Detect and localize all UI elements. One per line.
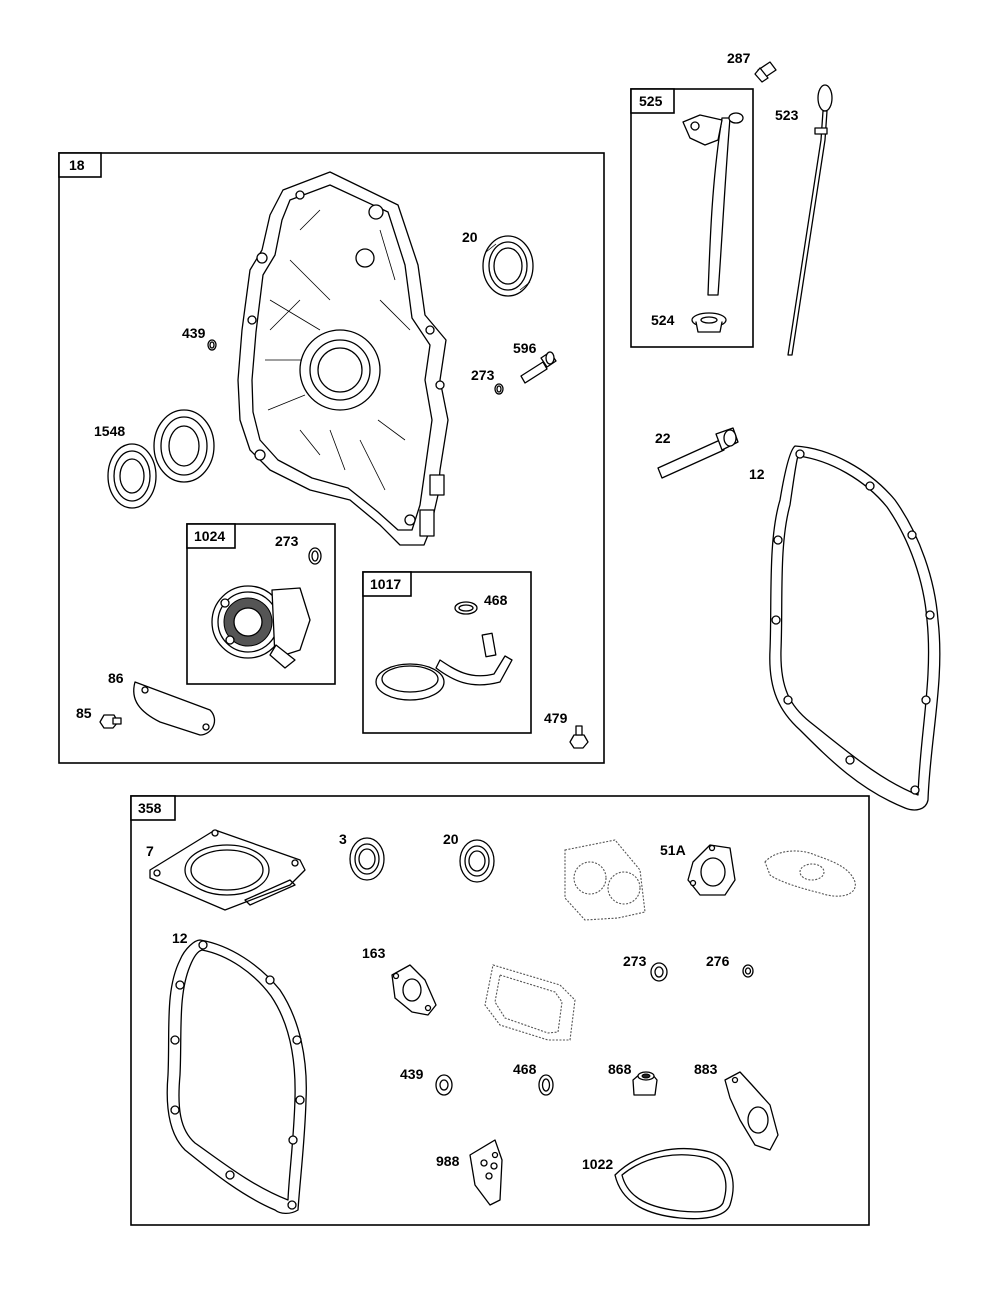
gasket-51A[interactable] <box>687 844 736 896</box>
dipstick-523[interactable] <box>787 84 833 356</box>
o-ring-439[interactable] <box>207 339 217 351</box>
group-18-tag <box>58 152 102 178</box>
group-358-tag <box>130 795 176 821</box>
group-358-gasket-kit: 358 7 3 20 <box>130 795 870 1226</box>
group-525-frame <box>630 88 754 348</box>
group-525-tag <box>630 88 675 114</box>
label-20-kit: 20 <box>443 831 459 847</box>
label-439: 439 <box>182 325 206 341</box>
bolt-287[interactable] <box>754 61 777 83</box>
o-ring-468-kit[interactable] <box>538 1074 554 1096</box>
oil-seal-3[interactable] <box>349 837 385 881</box>
bolt-22[interactable] <box>657 427 739 479</box>
label-1548: 1548 <box>94 423 125 439</box>
group-18-label: 18 <box>69 157 85 173</box>
oil-seal-20[interactable] <box>482 235 534 297</box>
o-ring-1024-273[interactable] <box>308 547 322 565</box>
group-18-crankcase-cover: 18 20 <box>58 152 605 764</box>
group-525-label: 525 <box>639 93 663 109</box>
label-12-kit: 12 <box>172 930 188 946</box>
group-1024-label: 1024 <box>194 528 225 544</box>
o-ring-439-kit[interactable] <box>435 1074 453 1096</box>
label-7: 7 <box>146 843 154 859</box>
grommet-524[interactable] <box>691 312 727 333</box>
label-273: 273 <box>471 367 495 383</box>
gasket-12[interactable] <box>769 445 941 811</box>
bearing-1548[interactable] <box>107 409 215 509</box>
label-468: 468 <box>484 592 508 608</box>
gasket-1022[interactable] <box>614 1148 734 1220</box>
group-358-frame <box>130 795 870 1226</box>
group-1017-oil-pickup: 1017 468 <box>362 571 532 734</box>
gasket-86[interactable] <box>133 681 216 736</box>
crankcase-cover-part[interactable] <box>237 171 449 546</box>
group-1024-oil-pump: 1024 273 <box>186 523 336 685</box>
label-479: 479 <box>544 710 568 726</box>
label-85: 85 <box>76 705 92 721</box>
o-ring-468[interactable] <box>454 601 478 615</box>
gasket-12-kit[interactable] <box>166 939 307 1215</box>
label-287: 287 <box>727 50 751 66</box>
group-18-frame <box>58 152 605 764</box>
dipstick-tube[interactable] <box>682 112 744 296</box>
label-883: 883 <box>694 1061 718 1077</box>
label-524: 524 <box>651 312 675 328</box>
valve-seal-868[interactable] <box>632 1071 658 1096</box>
o-ring-273-kit[interactable] <box>650 962 668 982</box>
group-1017-label: 1017 <box>370 576 401 592</box>
bolt-479[interactable] <box>569 725 589 749</box>
exhaust-gasket-dotted[interactable] <box>564 839 646 921</box>
oil-pickup-screen[interactable] <box>375 632 513 701</box>
group-358-label: 358 <box>138 800 162 816</box>
label-439-kit: 439 <box>400 1066 424 1082</box>
bolt-596[interactable] <box>520 351 557 384</box>
bolt-85[interactable] <box>99 714 122 729</box>
label-51A: 51A <box>660 842 686 858</box>
oil-seal-20-kit[interactable] <box>459 839 495 883</box>
dipstick-assembly: 287 525 524 523 22 <box>630 50 941 811</box>
head-gasket-7[interactable] <box>149 829 306 911</box>
label-22: 22 <box>655 430 671 446</box>
oil-pump-gear[interactable] <box>211 585 311 669</box>
label-1022: 1022 <box>582 1156 613 1172</box>
label-86: 86 <box>108 670 124 686</box>
label-163: 163 <box>362 945 386 961</box>
gasket-883[interactable] <box>724 1071 779 1151</box>
label-468-kit: 468 <box>513 1061 537 1077</box>
intake-gasket-dotted[interactable] <box>764 850 856 897</box>
label-868: 868 <box>608 1061 632 1077</box>
label-523: 523 <box>775 107 799 123</box>
label-988: 988 <box>436 1153 460 1169</box>
plate-988[interactable] <box>469 1139 503 1206</box>
valve-cover-gasket-dotted[interactable] <box>484 964 576 1041</box>
label-273-kit: 273 <box>623 953 647 969</box>
gasket-163[interactable] <box>391 964 437 1016</box>
label-276: 276 <box>706 953 730 969</box>
label-3: 3 <box>339 831 347 847</box>
o-ring-276[interactable] <box>742 964 754 978</box>
label-1024-273: 273 <box>275 533 299 549</box>
label-12: 12 <box>749 466 765 482</box>
o-ring-273[interactable] <box>494 383 504 395</box>
label-596: 596 <box>513 340 537 356</box>
label-20: 20 <box>462 229 478 245</box>
